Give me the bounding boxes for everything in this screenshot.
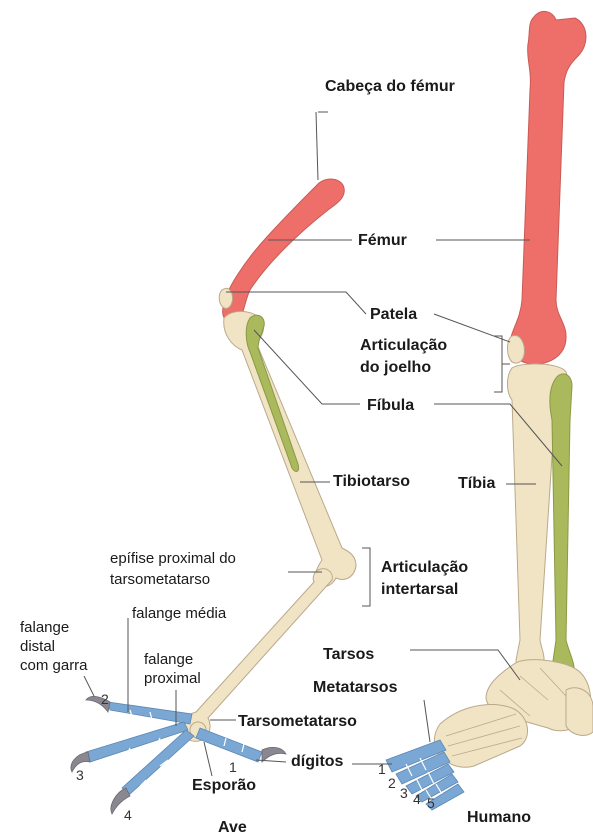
- leader-falange-distal: [84, 676, 94, 696]
- bird-femur: [223, 179, 345, 323]
- human-digit-number-4: 4: [413, 790, 421, 808]
- leader-cabeca-femur: [316, 112, 318, 180]
- label-falange-proximal: falange proximal: [144, 650, 201, 688]
- label-articulacao-joelho: Articulação do joelho: [360, 335, 447, 379]
- label-digitos: dígitos: [291, 752, 343, 772]
- label-fibula: Fíbula: [367, 396, 414, 416]
- label-ave: Ave: [218, 818, 247, 838]
- human-patella: [508, 335, 525, 363]
- label-patela: Patela: [370, 305, 417, 325]
- label-cabeca-femur: Cabeça do fémur: [325, 77, 455, 97]
- label-articulacao-intertarsal: Articulação intertarsal: [381, 557, 468, 601]
- leader-esporao: [204, 742, 212, 776]
- claw-digit-1: [262, 747, 286, 762]
- bird-digit-number-4: 4: [124, 806, 132, 824]
- label-humano: Humano: [467, 808, 531, 828]
- human-metatarsals: [434, 705, 527, 768]
- leader-metatarsos: [424, 700, 430, 742]
- label-falange-distal: falange distal com garra: [20, 618, 88, 675]
- human-digit-number-2: 2: [388, 774, 396, 792]
- leader-digitos-bird: [256, 760, 286, 762]
- label-tibia: Tíbia: [458, 474, 495, 494]
- bird-fibula: [246, 315, 298, 471]
- label-metatarsos: Metatarsos: [313, 678, 397, 698]
- human-digit-number-3: 3: [400, 784, 408, 802]
- bird-digit-1: [196, 728, 262, 762]
- label-femur: Fémur: [358, 231, 407, 251]
- human-digit-number-1: 1: [378, 760, 386, 778]
- bird-digit-number-2: 2: [101, 690, 109, 708]
- label-tarsometatarso: Tarsometatarso: [238, 712, 357, 732]
- label-tarsos: Tarsos: [323, 645, 374, 665]
- bracket-intertarsal: [362, 548, 370, 606]
- label-esporao: Esporão: [192, 776, 256, 796]
- human-femur: [510, 11, 586, 364]
- label-epifise: epífise proximal do tarsometatarso: [110, 548, 236, 590]
- bird-digit-number-3: 3: [76, 766, 84, 784]
- label-tibiotarso: Tibiotarso: [333, 472, 410, 492]
- human-fibula: [550, 374, 574, 680]
- label-falange-media: falange média: [132, 605, 226, 623]
- human-calcaneus: [566, 688, 593, 736]
- human-digit-number-5: 5: [427, 794, 435, 812]
- bird-patella: [219, 288, 232, 308]
- bird-digit-number-1: 1: [229, 758, 237, 776]
